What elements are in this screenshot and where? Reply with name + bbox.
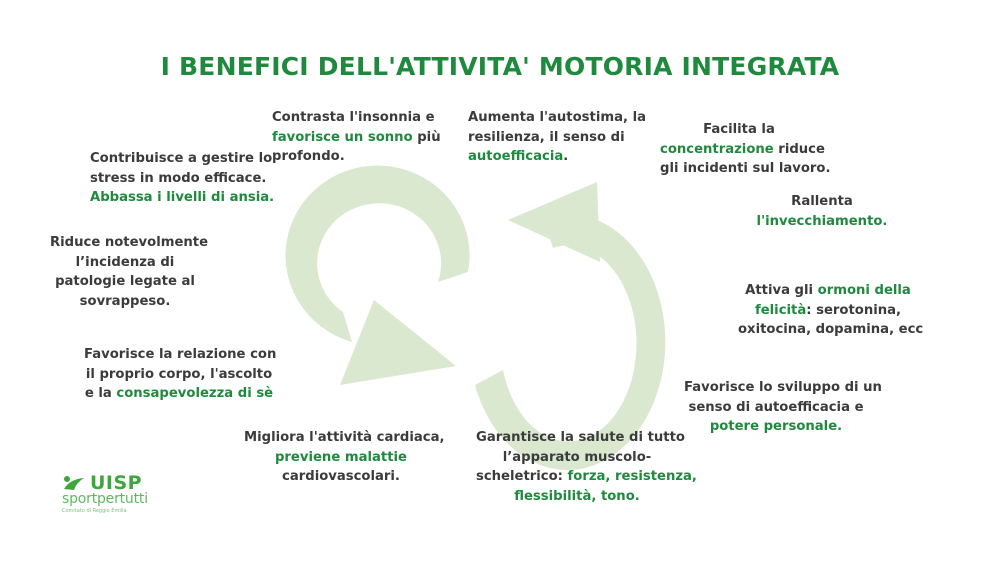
right-arrowhead (508, 182, 600, 262)
benefit-concentrazione: Facilita la concentrazione riduce gli in… (660, 122, 831, 176)
benefit-sviluppo: Favorisce lo sviluppo di un senso di aut… (684, 380, 882, 434)
left-arrow-arc (285, 165, 470, 342)
logo-tagline: sportpertutti (62, 491, 148, 507)
benefit-cardiaca: Migliora l'attività cardiaca, previene m… (244, 430, 445, 484)
benefit-corpo: Favorisce la relazione con il proprio co… (84, 347, 277, 401)
benefit-sonno: Contrasta l'insonnia e favorisce un sonn… (272, 110, 441, 164)
benefit-ormoni: Attiva gli ormoni della felicità: seroto… (738, 283, 924, 337)
logo-subtitle: Comitato di Reggio Emilia (62, 508, 127, 514)
benefit-invecchiamento: Rallenta l'invecchiamento. (756, 194, 888, 229)
benefit-stress: Contribuisce a gestire lo stress in modo… (90, 151, 275, 205)
logo-name: UISP (90, 472, 143, 494)
uisp-logo: UISP sportpertutti Comitato di Reggio Em… (62, 472, 172, 514)
page-title: I BENEFICI DELL'ATTIVITA' MOTORIA INTEGR… (160, 52, 840, 81)
benefit-muscolo: Garantisce la salute di tutto l’apparato… (476, 430, 697, 504)
left-arrowhead (340, 300, 456, 385)
runner-logo-icon (64, 476, 84, 490)
benefit-autostima: Aumenta l'autostima, la resilienza, il s… (468, 110, 647, 164)
benefit-sovrappeso: Riduce notevolmente l’incidenza di patol… (50, 235, 209, 309)
